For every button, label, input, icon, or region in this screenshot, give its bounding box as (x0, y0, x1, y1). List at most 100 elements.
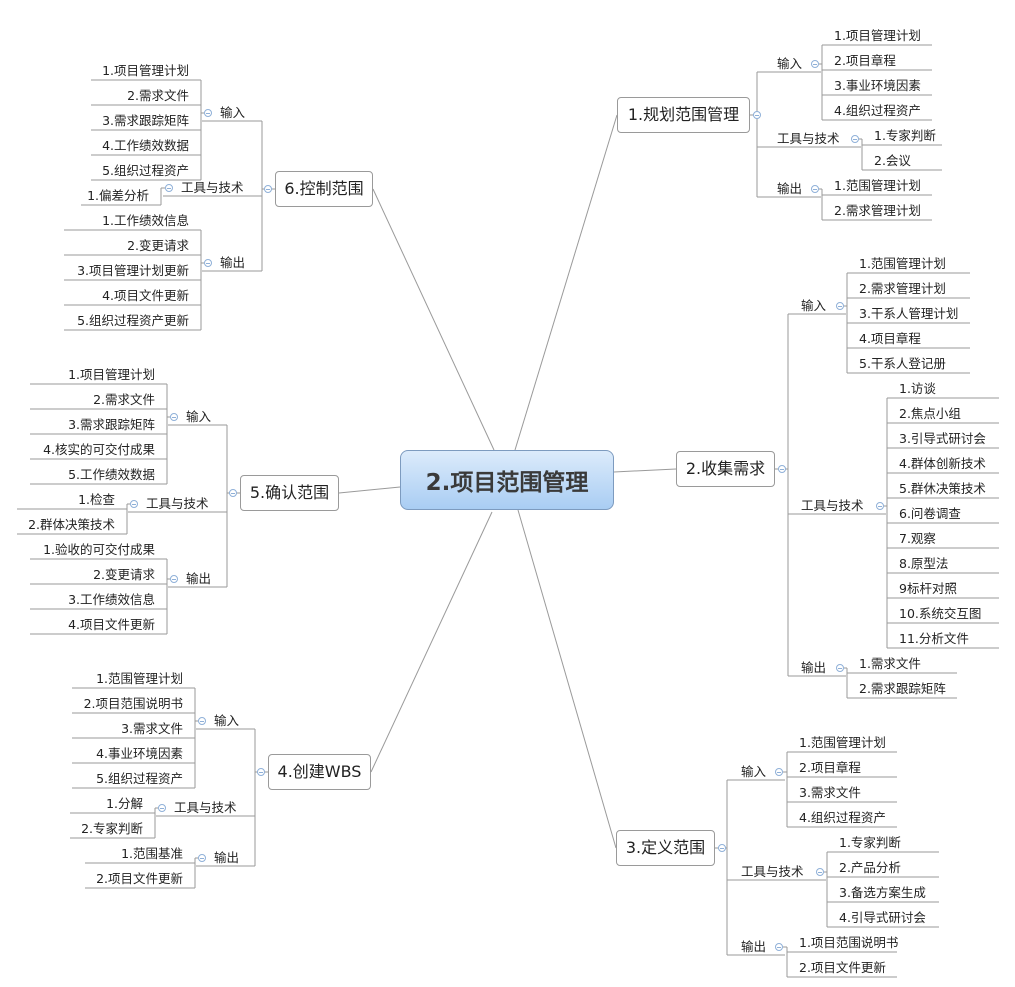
leaf-item[interactable]: 1.专家判断 (839, 835, 901, 850)
leaf-item[interactable]: 10.系统交互图 (899, 606, 982, 621)
collapse-toggle-icon[interactable] (836, 302, 844, 310)
leaf-item[interactable]: 3.需求跟踪矩阵 (68, 417, 155, 432)
leaf-item[interactable]: 5.组织过程资产 (96, 771, 183, 786)
leaf-item[interactable]: 3.工作绩效信息 (68, 592, 155, 607)
leaf-item[interactable]: 6.问卷调查 (899, 506, 961, 521)
leaf-item[interactable]: 3.需求文件 (799, 785, 861, 800)
leaf-item[interactable]: 2.需求管理计划 (859, 281, 946, 296)
collapse-toggle-icon[interactable] (775, 768, 783, 776)
collapse-toggle-icon[interactable] (198, 717, 206, 725)
branch-topic-b6[interactable]: 6.控制范围 (275, 171, 373, 207)
leaf-item[interactable]: 3.干系人管理计划 (859, 306, 959, 321)
group-label[interactable]: 输出 (214, 850, 240, 865)
collapse-toggle-icon[interactable] (204, 109, 212, 117)
collapse-toggle-icon[interactable] (264, 185, 272, 193)
group-label[interactable]: 输出 (220, 255, 246, 270)
leaf-item[interactable]: 4.事业环境因素 (96, 746, 183, 761)
leaf-item[interactable]: 2.需求管理计划 (834, 203, 921, 218)
group-label[interactable]: 输出 (777, 181, 803, 196)
leaf-item[interactable]: 2.项目章程 (799, 760, 861, 775)
collapse-toggle-icon[interactable] (876, 502, 884, 510)
leaf-item[interactable]: 5.组织过程资产更新 (77, 313, 189, 328)
leaf-item[interactable]: 3.引导式研讨会 (899, 431, 986, 446)
collapse-toggle-icon[interactable] (130, 500, 138, 508)
leaf-item[interactable]: 2.需求跟踪矩阵 (859, 681, 946, 696)
leaf-item[interactable]: 2.需求文件 (127, 88, 189, 103)
leaf-item[interactable]: 11.分析文件 (899, 631, 969, 646)
collapse-toggle-icon[interactable] (775, 943, 783, 951)
branch-topic-b1[interactable]: 1.规划范围管理 (617, 97, 750, 133)
collapse-toggle-icon[interactable] (198, 854, 206, 862)
group-label[interactable]: 输入 (741, 764, 767, 779)
leaf-item[interactable]: 2.产品分析 (839, 860, 901, 875)
leaf-item[interactable]: 5.工作绩效数据 (68, 467, 155, 482)
leaf-item[interactable]: 2.群体决策技术 (28, 517, 115, 532)
leaf-item[interactable]: 4.群体创新技术 (899, 456, 986, 471)
leaf-item[interactable]: 2.焦点小组 (899, 406, 961, 421)
branch-topic-b3[interactable]: 3.定义范围 (616, 830, 715, 866)
leaf-item[interactable]: 1.检查 (78, 492, 115, 507)
leaf-item[interactable]: 2.项目文件更新 (799, 960, 886, 975)
leaf-item[interactable]: 1.分解 (106, 796, 143, 811)
collapse-toggle-icon[interactable] (158, 804, 166, 812)
leaf-item[interactable]: 1.工作绩效信息 (102, 213, 189, 228)
leaf-item[interactable]: 7.观察 (899, 531, 936, 546)
collapse-toggle-icon[interactable] (165, 184, 173, 192)
leaf-item[interactable]: 1.范围管理计划 (859, 256, 946, 271)
leaf-item[interactable]: 3.需求文件 (121, 721, 183, 736)
leaf-item[interactable]: 5.干系人登记册 (859, 356, 946, 371)
leaf-item[interactable]: 2.项目文件更新 (96, 871, 183, 886)
group-label[interactable]: 工具与技术 (801, 498, 864, 513)
group-label[interactable]: 输出 (186, 571, 212, 586)
leaf-item[interactable]: 1.专家判断 (874, 128, 936, 143)
root-topic[interactable]: 2.项目范围管理 (400, 450, 614, 510)
leaf-item[interactable]: 2.变更请求 (127, 238, 189, 253)
leaf-item[interactable]: 1.范围管理计划 (96, 671, 183, 686)
collapse-toggle-icon[interactable] (229, 489, 237, 497)
collapse-toggle-icon[interactable] (257, 768, 265, 776)
group-label[interactable]: 输出 (801, 660, 827, 675)
leaf-item[interactable]: 2.需求文件 (93, 392, 155, 407)
leaf-item[interactable]: 4.引导式研讨会 (839, 910, 926, 925)
leaf-item[interactable]: 2.专家判断 (81, 821, 143, 836)
leaf-item[interactable]: 1.偏差分析 (87, 188, 149, 203)
collapse-toggle-icon[interactable] (170, 575, 178, 583)
branch-topic-b4[interactable]: 4.创建WBS (268, 754, 371, 790)
leaf-item[interactable]: 5.组织过程资产 (102, 163, 189, 178)
group-label[interactable]: 输入 (186, 409, 212, 424)
leaf-item[interactable]: 1.需求文件 (859, 656, 921, 671)
leaf-item[interactable]: 3.事业环境因素 (834, 78, 921, 93)
leaf-item[interactable]: 4.项目文件更新 (68, 617, 155, 632)
branch-topic-b2[interactable]: 2.收集需求 (676, 451, 775, 487)
leaf-item[interactable]: 4.项目章程 (859, 331, 921, 346)
group-label[interactable]: 输入 (801, 298, 827, 313)
group-label[interactable]: 输入 (220, 105, 246, 120)
collapse-toggle-icon[interactable] (851, 135, 859, 143)
group-label[interactable]: 工具与技术 (146, 496, 209, 511)
leaf-item[interactable]: 9标杆对照 (899, 581, 957, 596)
leaf-item[interactable]: 4.项目文件更新 (102, 288, 189, 303)
collapse-toggle-icon[interactable] (836, 664, 844, 672)
leaf-item[interactable]: 2.会议 (874, 153, 911, 168)
leaf-item[interactable]: 1.范围管理计划 (799, 735, 886, 750)
leaf-item[interactable]: 1.访谈 (899, 381, 936, 396)
collapse-toggle-icon[interactable] (753, 111, 761, 119)
group-label[interactable]: 输入 (777, 56, 803, 71)
leaf-item[interactable]: 8.原型法 (899, 556, 949, 571)
leaf-item[interactable]: 1.项目管理计划 (68, 367, 155, 382)
group-label[interactable]: 工具与技术 (777, 131, 840, 146)
collapse-toggle-icon[interactable] (778, 465, 786, 473)
leaf-item[interactable]: 1.范围管理计划 (834, 178, 921, 193)
branch-topic-b5[interactable]: 5.确认范围 (240, 475, 339, 511)
leaf-item[interactable]: 3.需求跟踪矩阵 (102, 113, 189, 128)
leaf-item[interactable]: 3.项目管理计划更新 (77, 263, 189, 278)
group-label[interactable]: 输出 (741, 939, 767, 954)
collapse-toggle-icon[interactable] (811, 185, 819, 193)
leaf-item[interactable]: 2.项目章程 (834, 53, 896, 68)
collapse-toggle-icon[interactable] (204, 259, 212, 267)
leaf-item[interactable]: 1.项目范围说明书 (799, 935, 899, 950)
leaf-item[interactable]: 3.备选方案生成 (839, 885, 926, 900)
group-label[interactable]: 输入 (214, 713, 240, 728)
group-label[interactable]: 工具与技术 (741, 864, 804, 879)
collapse-toggle-icon[interactable] (816, 868, 824, 876)
